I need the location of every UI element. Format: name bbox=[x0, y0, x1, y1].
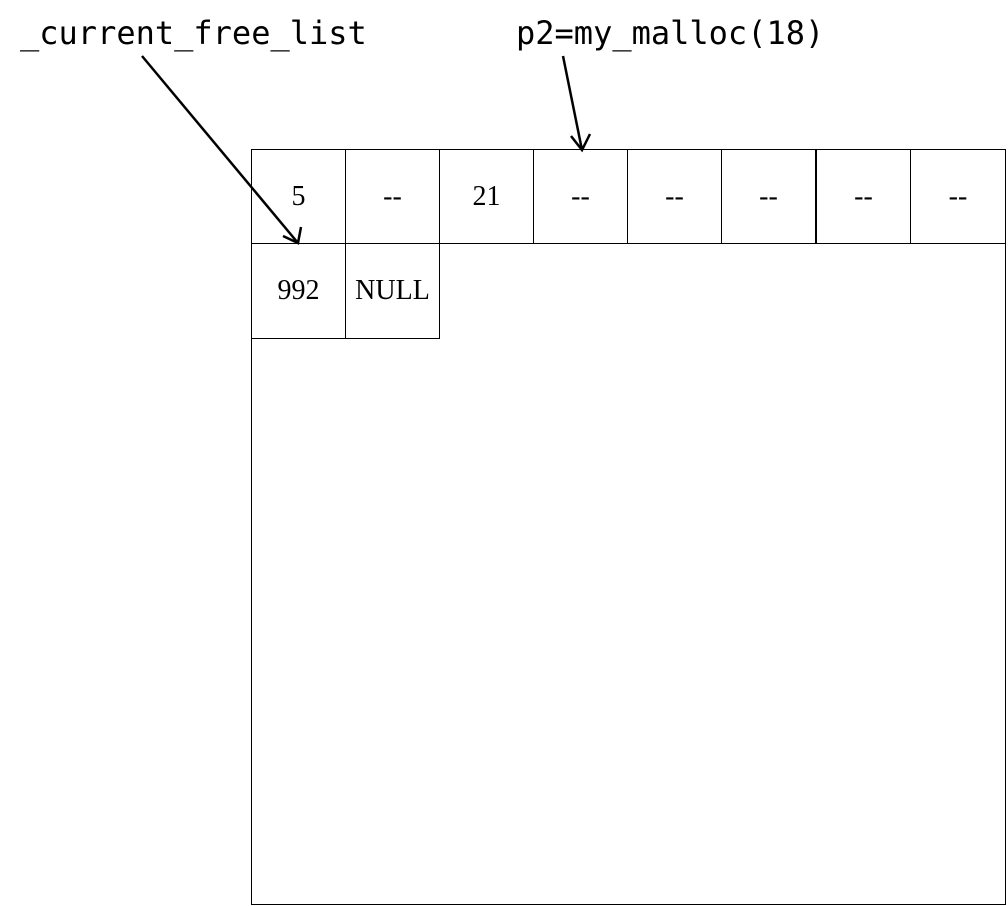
memory-cell-r1-c6: -- bbox=[721, 149, 816, 244]
memory-cell-r1-c5: -- bbox=[627, 149, 722, 244]
malloc-arrow-line bbox=[561, 55, 584, 151]
memory-cell-r1-c7: -- bbox=[816, 149, 911, 244]
memory-cell-r1-c4: -- bbox=[533, 149, 628, 244]
memory-cell-r1-c2: -- bbox=[345, 149, 440, 244]
memory-block: 5 -- 21 -- -- -- -- -- 992 NULL bbox=[251, 149, 1006, 905]
memory-cell-r1-c3: 21 bbox=[439, 149, 534, 244]
malloc-call-label: p2=my_malloc(18) bbox=[516, 14, 825, 52]
memory-cell-r2-c2: NULL bbox=[345, 243, 440, 339]
memory-cell-r1-c8: -- bbox=[910, 149, 1006, 244]
memory-cell-r1-c1: 5 bbox=[251, 149, 346, 244]
malloc-arrow-head bbox=[570, 133, 592, 153]
free-list-pointer-label: _current_free_list bbox=[20, 14, 367, 52]
memory-cell-r2-c1: 992 bbox=[251, 243, 346, 339]
